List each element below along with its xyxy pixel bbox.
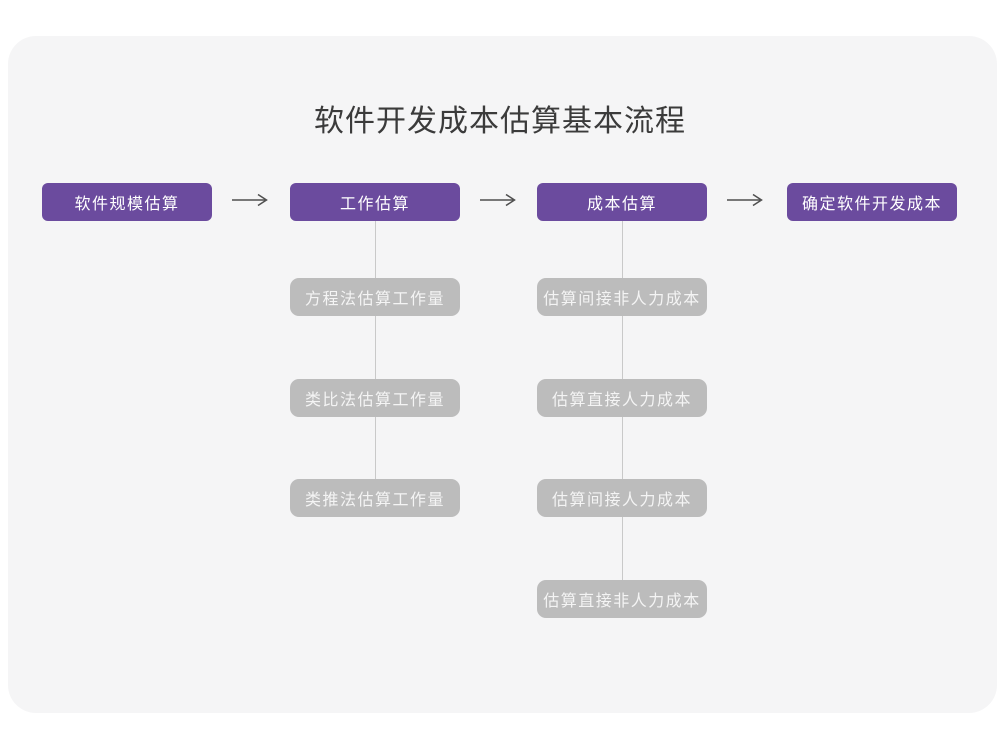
sub-node-equation-method: 方程法估算工作量 [290, 278, 460, 316]
flow-node-software-scale-estimation: 软件规模估算 [42, 183, 212, 221]
sub-node-indirect-labor-cost: 估算间接人力成本 [537, 479, 707, 517]
flow-arrow-icon [727, 193, 763, 207]
diagram-title: 软件开发成本估算基本流程 [314, 105, 686, 138]
connector-line-work-estimation [375, 220, 376, 497]
sub-node-direct-non-labor-cost: 估算直接非人力成本 [537, 580, 707, 618]
sub-node-analogy-method: 类比法估算工作量 [290, 379, 460, 417]
flow-arrow-icon [480, 193, 516, 207]
sub-node-indirect-non-labor-cost: 估算间接非人力成本 [537, 278, 707, 316]
sub-node-direct-labor-cost: 估算直接人力成本 [537, 379, 707, 417]
sub-node-extrapolation-method: 类推法估算工作量 [290, 479, 460, 517]
flow-node-determine-software-dev-cost: 确定软件开发成本 [787, 183, 957, 221]
flow-node-work-estimation: 工作估算 [290, 183, 460, 221]
diagram-card [8, 36, 997, 713]
flow-node-cost-estimation: 成本估算 [537, 183, 707, 221]
flow-arrow-icon [232, 193, 268, 207]
